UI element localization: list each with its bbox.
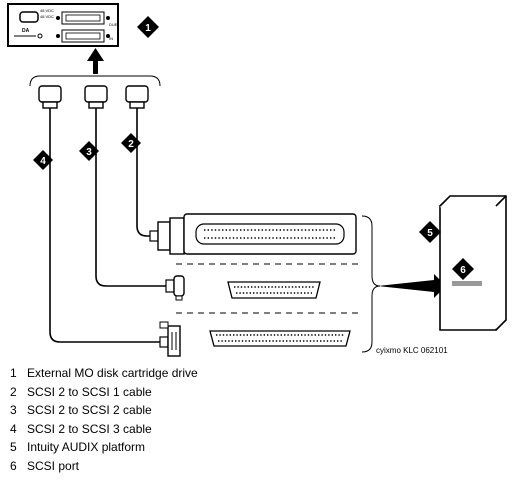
- callout-5-number: 5: [427, 228, 433, 239]
- drive-panel-text-0: DA: [22, 28, 30, 34]
- mo-drive-rear-panel: DA 48 VDC 48 VDC DUE IN: [7, 3, 119, 47]
- callout-6-marker: 6: [452, 258, 474, 280]
- callout-3-number: 3: [86, 147, 92, 158]
- legend-number: 3: [10, 403, 17, 418]
- cable-group-bracket: [29, 75, 161, 87]
- legend-item: 2 SCSI 2 to SCSI 1 cable: [10, 383, 198, 402]
- legend-number: 6: [10, 458, 17, 473]
- cable-connector-top-2: [125, 85, 149, 116]
- legend-item: 5 Intuity AUDIX platform: [10, 438, 198, 457]
- callout-2-marker: 2: [121, 133, 141, 153]
- legend-label: SCSI port: [27, 458, 80, 473]
- cable-connector-top-3: [84, 85, 108, 116]
- cable-4-line: [49, 116, 162, 343]
- legend-item: 4 SCSI 2 to SCSI 3 cable: [10, 420, 198, 439]
- figure-id: cyixmo KLC 062101: [376, 346, 448, 355]
- cable-connector-top-4: [38, 85, 62, 116]
- scsi-2-receptacle: [227, 281, 321, 299]
- legend-label: SCSI 2 to SCSI 2 cable: [27, 403, 152, 418]
- legend-number: 1: [10, 366, 17, 380]
- callout-1-number: 1: [145, 23, 151, 34]
- scsi-1-plug: [149, 213, 357, 255]
- callout-1-marker: 1: [137, 16, 159, 38]
- legend-number: 2: [10, 384, 17, 399]
- legend-label: Intuity AUDIX platform: [27, 440, 146, 455]
- cable-2-line: [136, 116, 160, 237]
- legend-item: 3 SCSI 2 to SCSI 2 cable: [10, 401, 198, 420]
- callout-6-number: 6: [460, 265, 466, 276]
- connection-diagram: DA 48 VDC 48 VDC DUE IN 1 2: [7, 3, 507, 357]
- connector-group-brace: [361, 215, 381, 353]
- drive-panel-text-3: DUE: [109, 22, 118, 27]
- intuity-audix-platform: [439, 195, 507, 331]
- legend-item: 1 External MO disk cartridge drive: [10, 364, 198, 383]
- callout-3-marker: 3: [79, 141, 99, 161]
- scsi-3-receptacle: [209, 330, 351, 347]
- legend-label: SCSI 2 to SCSI 1 cable: [27, 384, 152, 399]
- scsi-port-slot: [452, 281, 482, 286]
- scsi-3-plug: [159, 321, 181, 357]
- platform-arrow: [378, 274, 446, 298]
- drive-panel-text-1: 48 VDC: [40, 8, 54, 13]
- callout-4-number: 4: [40, 156, 46, 167]
- callout-2-number: 2: [128, 139, 134, 150]
- up-arrow: [87, 48, 104, 74]
- drive-panel-text-2: 48 VDC: [40, 14, 54, 19]
- legend-label: External MO disk cartridge drive: [27, 366, 198, 380]
- legend-number: 4: [10, 421, 17, 436]
- drive-panel-text-4: IN: [109, 36, 113, 41]
- callout-4-marker: 4: [33, 150, 53, 170]
- legend-item: 6 SCSI port: [10, 457, 198, 476]
- callout-5-marker: 5: [419, 221, 441, 243]
- cable-3-line: [95, 116, 168, 287]
- scsi-2-plug: [165, 275, 185, 301]
- legend-label: SCSI 2 to SCSI 3 cable: [27, 421, 152, 436]
- legend-number: 5: [10, 440, 17, 455]
